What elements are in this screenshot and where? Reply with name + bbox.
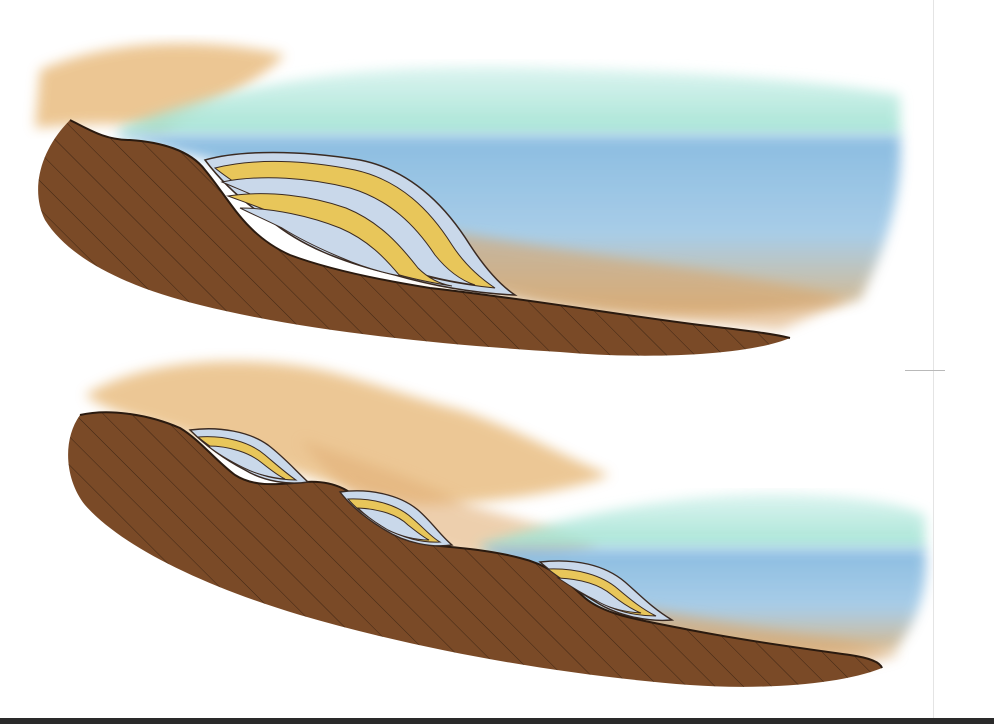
scan-page-edge [933,0,994,724]
upper-panel [35,44,901,356]
lower-panel [68,361,926,687]
scan-bottom-edge [0,718,994,724]
lower-wave-band [480,493,925,548]
scan-edge-mark [905,370,945,371]
